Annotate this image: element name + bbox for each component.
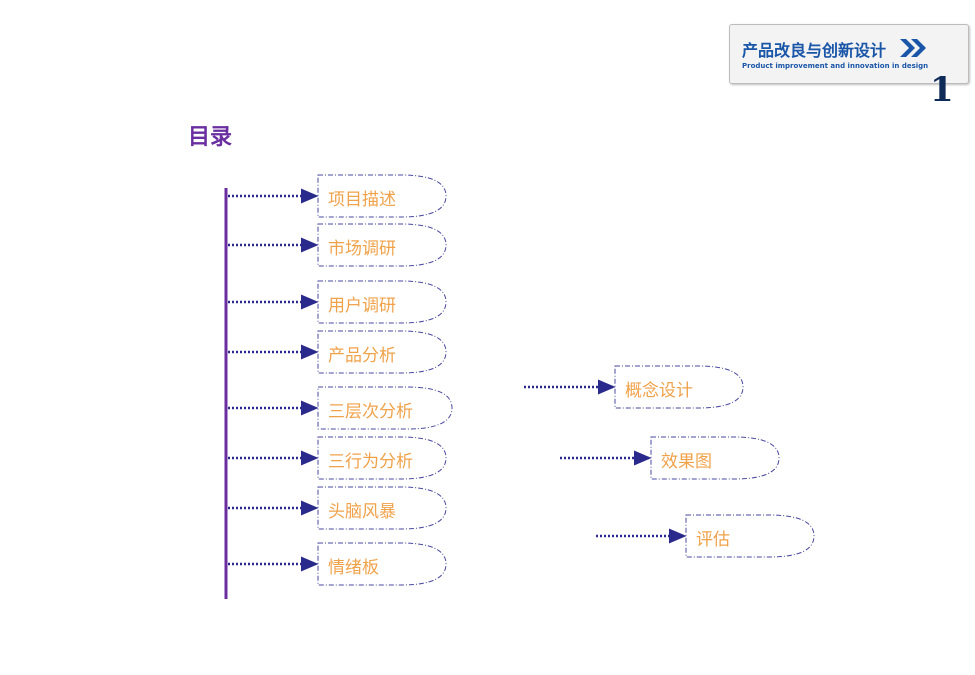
- toc-item-concept-design[interactable]: 概念设计: [625, 381, 693, 401]
- label-bubble: [317, 436, 447, 480]
- connector-arrows: [228, 188, 687, 572]
- toc-item-three-level-analysis[interactable]: 三层次分析: [328, 402, 413, 422]
- toc-item-renderings[interactable]: 效果图: [661, 452, 712, 472]
- double-chevron-right-icon: [900, 39, 926, 57]
- toc-item-three-behavior-analysis[interactable]: 三行为分析: [328, 452, 413, 472]
- label-bubble: [317, 223, 447, 267]
- label-bubble: [685, 514, 815, 558]
- label-bubble: [317, 486, 447, 530]
- header-badge: 产品改良与创新设计 Product improvement and innova…: [729, 24, 969, 84]
- toc-item-market-research[interactable]: 市场调研: [328, 239, 396, 259]
- label-bubble: [317, 174, 447, 218]
- toc-item-mood-board[interactable]: 情绪板: [328, 558, 379, 578]
- label-bubble: [614, 365, 744, 409]
- page-title: 目录: [188, 125, 233, 150]
- label-bubbles: [317, 174, 815, 586]
- badge-title: 产品改良与创新设计: [742, 41, 887, 60]
- toc-item-brainstorm[interactable]: 头脑风暴: [328, 502, 396, 522]
- label-bubble: [317, 330, 447, 374]
- toc-item-project-description[interactable]: 项目描述: [328, 190, 396, 210]
- label-bubble: [650, 436, 780, 480]
- badge-subtitle: Product improvement and innovation in de…: [742, 62, 929, 70]
- toc-item-product-analysis[interactable]: 产品分析: [328, 346, 396, 366]
- page-number: 1: [930, 70, 954, 110]
- toc-item-evaluation[interactable]: 评估: [696, 530, 730, 550]
- toc-item-user-research[interactable]: 用户调研: [328, 296, 396, 316]
- label-bubble: [317, 386, 453, 430]
- label-bubble: [317, 542, 447, 586]
- label-bubble: [317, 280, 447, 324]
